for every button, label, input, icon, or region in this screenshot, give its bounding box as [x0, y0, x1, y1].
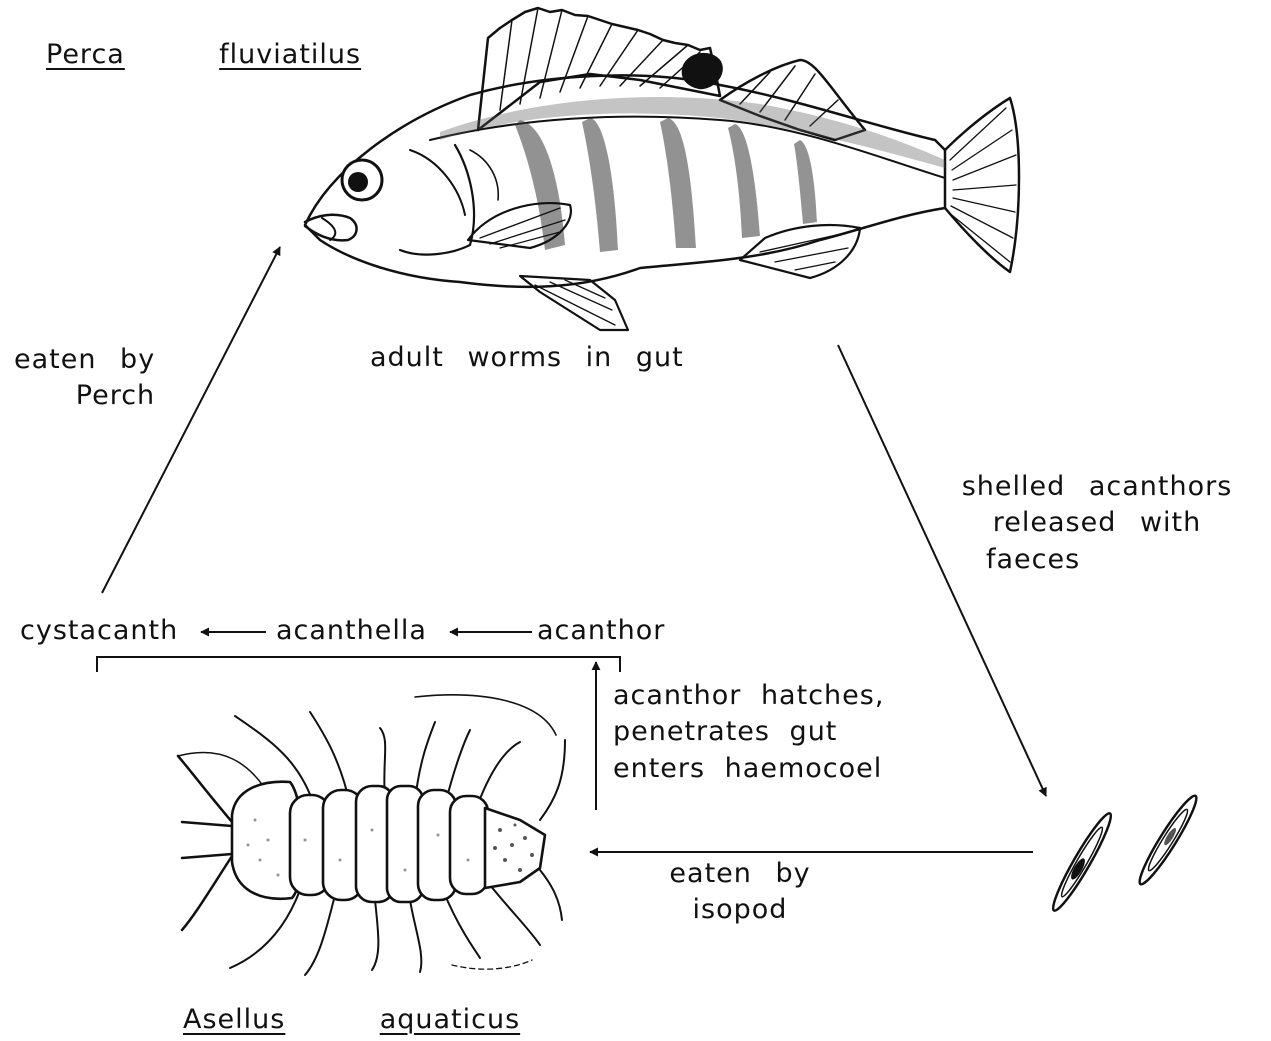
- cycle-arrows: [97, 247, 1046, 852]
- dorsal-fin-rays: [500, 8, 700, 110]
- shelled-acanthors-line2: released with: [934, 505, 1260, 541]
- eaten-by-isopod-line2: isopod: [640, 892, 840, 928]
- acanthor-hatches-line1: acanthor hatches,: [613, 678, 884, 714]
- adult-worms-label: adult worms in gut: [370, 340, 684, 376]
- acanthor-hatches-line2: penetrates gut: [613, 714, 884, 750]
- eaten-by-perch-line1: eaten by: [14, 342, 155, 378]
- arrow-to-perch: [102, 247, 280, 593]
- perch-illustration: [305, 8, 1019, 330]
- isopod-illustration: [178, 695, 565, 975]
- larval-stage-bracket: [97, 657, 620, 672]
- shelled-acanthors-line3: faeces: [934, 542, 1260, 578]
- shelled-acanthors-line1: shelled acanthors: [934, 469, 1260, 505]
- larval-stage-acanthor: acanthor: [537, 613, 665, 649]
- eaten-by-isopod-line1: eaten by: [640, 856, 840, 892]
- eaten-by-perch-line2: Perch: [14, 378, 155, 414]
- host-genus: Perca: [46, 39, 125, 70]
- egg-illustrations: [1047, 792, 1202, 915]
- isopod-genus: Asellus: [183, 1004, 285, 1035]
- acanthor-hatches-line3: enters haemocoel: [613, 751, 884, 787]
- isopod-species-name: Asellus aquaticus: [183, 1002, 520, 1038]
- host-species: fluviatilus: [219, 39, 361, 70]
- isopod-species: aquaticus: [380, 1004, 520, 1035]
- larval-stage-cystacanth: cystacanth: [20, 613, 178, 649]
- larval-stage-acanthella: acanthella: [276, 613, 427, 649]
- host-species-name: Perca fluviatilus: [46, 37, 361, 73]
